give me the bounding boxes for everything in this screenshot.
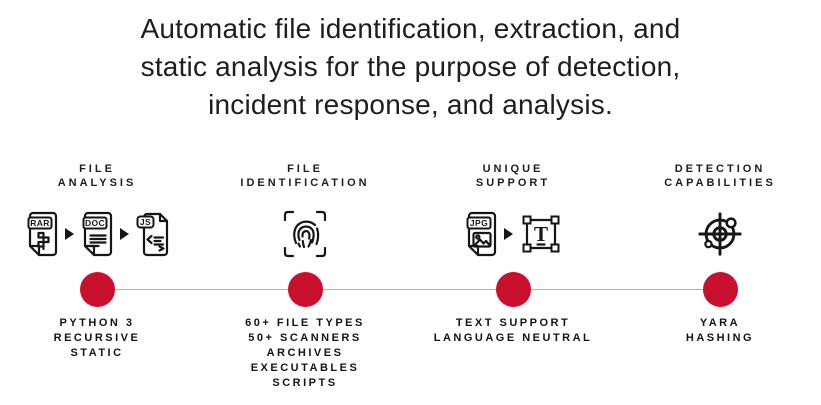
js-file-icon: JS (136, 212, 169, 257)
triangle-arrow-icon (120, 228, 129, 240)
text-selection-icon: T (522, 215, 559, 253)
page-title: Automatic file identification, extractio… (0, 10, 821, 124)
step-header-file-analysis: FILE ANALYSIS (57, 163, 137, 189)
doc-file-icon: DOC (82, 211, 113, 257)
step-header-file-identification: FILE IDENTIFICATION (240, 163, 370, 189)
file-identification-icon-row (195, 202, 415, 266)
step-footer-file-identification: 60+ FILE TYPES 50+ SCANNERS ARCHIVES EXE… (245, 317, 365, 389)
rar-file-icon: RAR (27, 211, 58, 257)
step-file-identification: FILE IDENTIFICATION (195, 162, 415, 266)
timeline-dot-2 (287, 271, 323, 307)
step-header-detection-capabilities: DETECTION CAPABILITIES (664, 163, 776, 189)
svg-text:JS: JS (140, 217, 151, 227)
timeline-dot-1 (79, 271, 115, 307)
detection-capabilities-icon-row (610, 202, 821, 266)
file-analysis-icon-row: RAR DOC JS (0, 202, 207, 266)
step-footer-unique-support: TEXT SUPPORT LANGUAGE NEUTRAL (433, 317, 593, 344)
step-header-unique-support: UNIQUE SUPPORT (475, 163, 551, 189)
title-line-1: Automatic file identification, extractio… (140, 13, 681, 44)
fingerprint-scan-icon (283, 210, 327, 258)
step-unique-support: UNIQUE SUPPORT JPG T (403, 162, 623, 266)
step-detection-capabilities: DETECTION CAPABILITIES (610, 162, 821, 266)
step-footer-file-analysis: PYTHON 3 RECURSIVE STATIC (53, 317, 141, 359)
jpg-file-icon: JPG (466, 211, 496, 257)
unique-support-icon-row: JPG T (403, 202, 623, 266)
step-footer-detection-capabilities: YARA HASHING (685, 317, 755, 344)
radar-target-icon (698, 212, 742, 256)
timeline-dot-3 (495, 271, 531, 307)
title-line-3: incident response, and analysis. (208, 89, 613, 120)
triangle-arrow-icon (503, 228, 513, 240)
triangle-arrow-icon (65, 228, 74, 240)
title-line-2: static analysis for the purpose of detec… (140, 51, 681, 82)
timeline-dot-4 (702, 271, 738, 307)
svg-text:T: T (533, 222, 547, 246)
svg-text:DOC: DOC (85, 218, 105, 228)
svg-text:RAR: RAR (30, 218, 50, 228)
step-file-analysis: FILE ANALYSIS RAR DOC (0, 162, 207, 266)
svg-text:JPG: JPG (469, 218, 487, 228)
timeline-connector (97, 289, 720, 290)
